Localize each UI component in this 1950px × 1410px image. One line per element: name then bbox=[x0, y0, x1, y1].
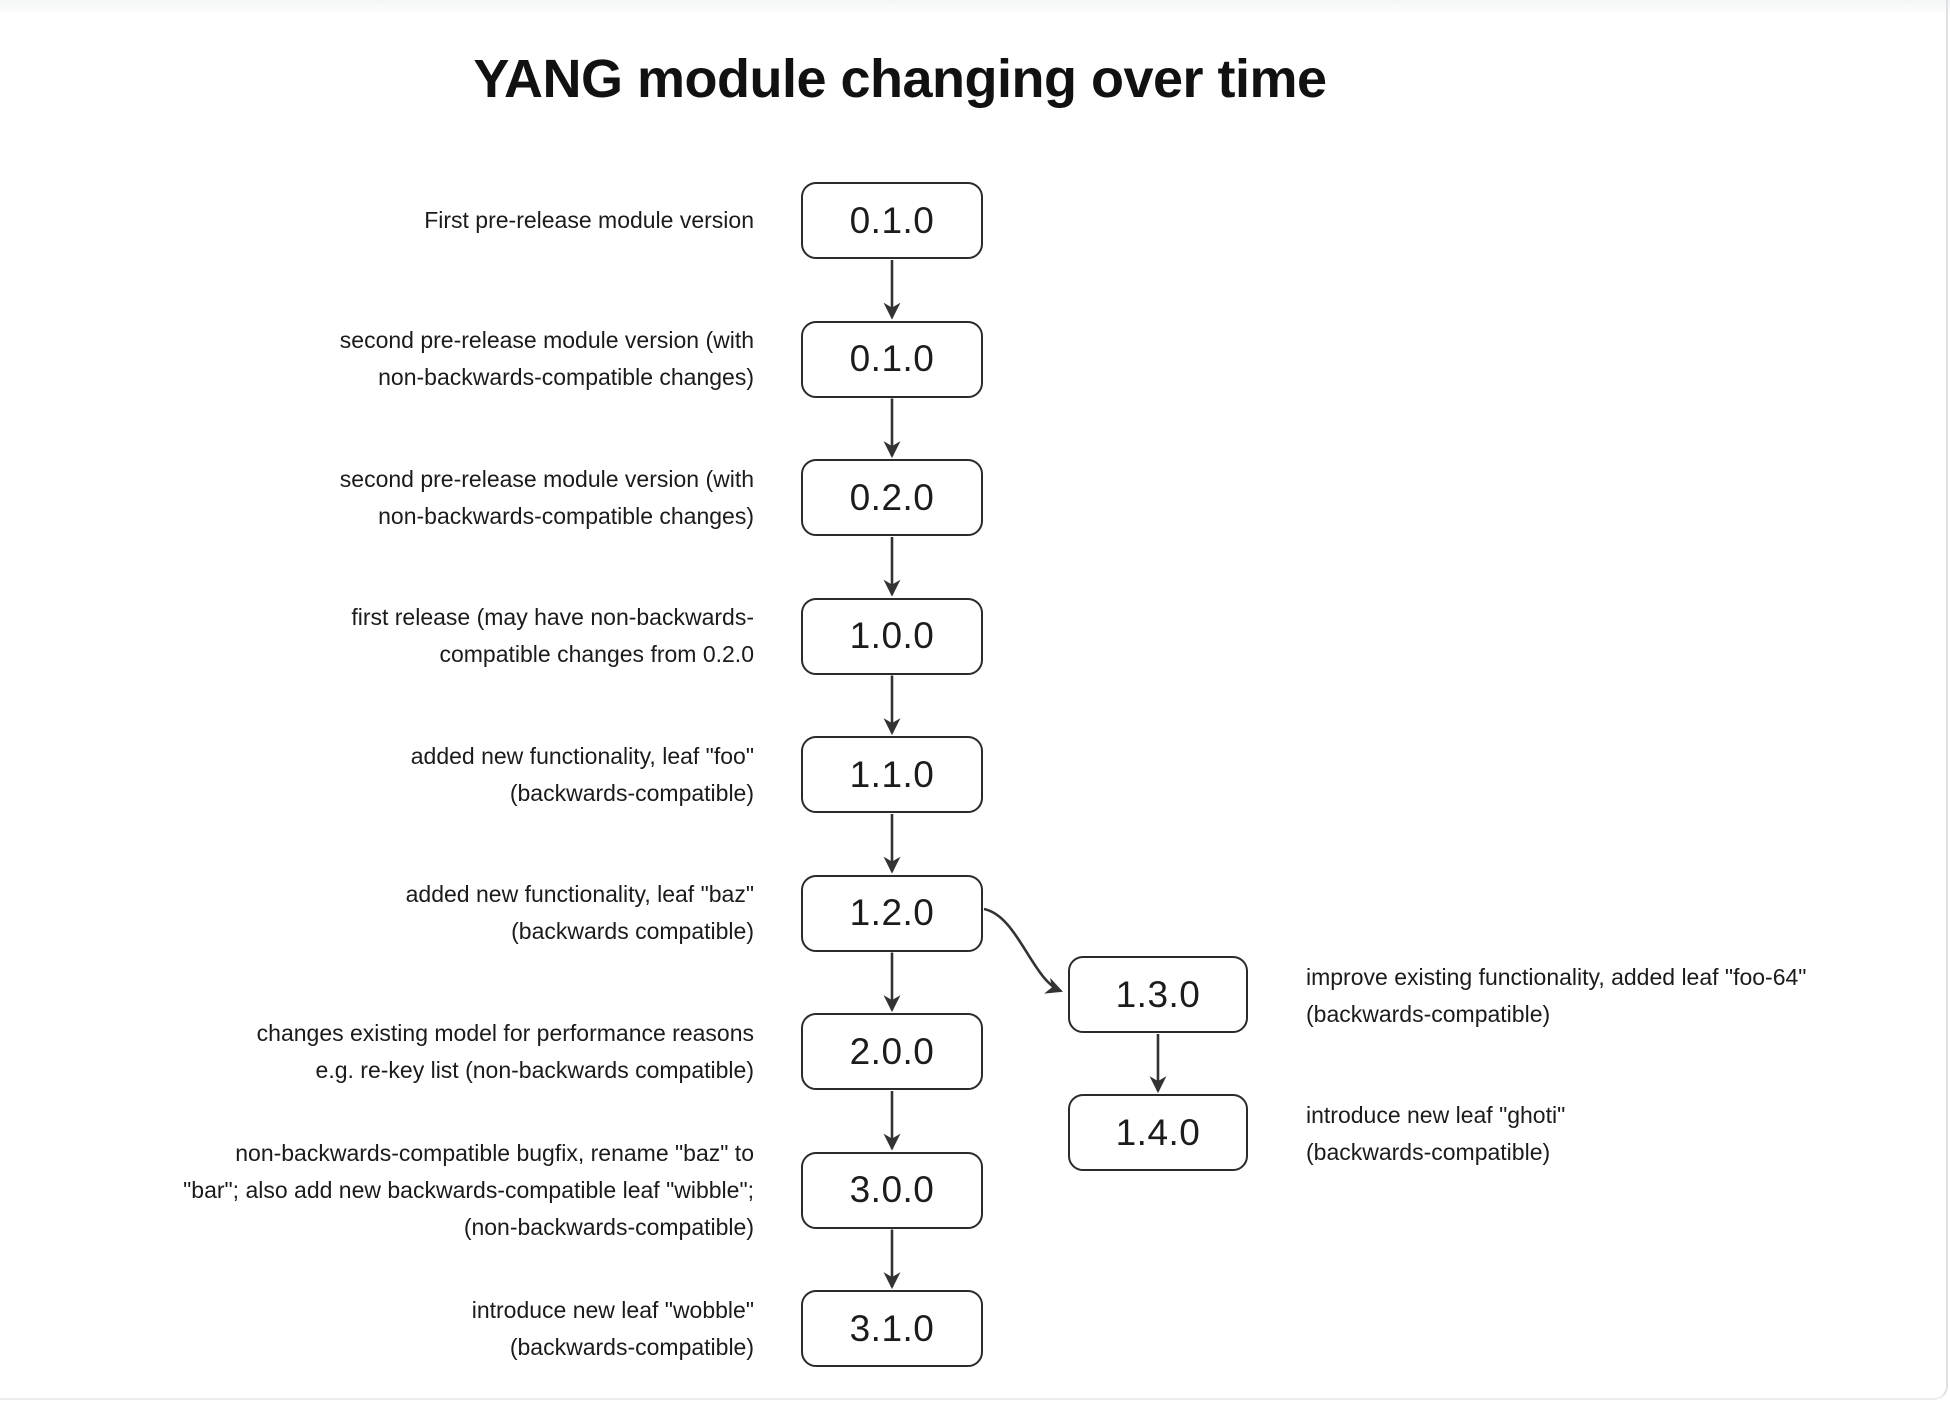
version-node-0.2.0-2: 0.2.0 bbox=[801, 459, 983, 536]
version-node-1.4.0: 1.4.0 bbox=[1068, 1094, 1248, 1171]
annotation-line: First pre-release module version bbox=[424, 207, 754, 233]
annotation-line: non-backwards-compatible changes) bbox=[378, 502, 754, 529]
version-text: 1.1.0 bbox=[849, 753, 935, 795]
annotation-line: non-backwards-compatible changes) bbox=[378, 364, 754, 390]
annotation-line: added new functionality, leaf "foo" bbox=[410, 742, 754, 769]
node-annotation-3.0.0-7: non-backwards-compatible bugfix, rename … bbox=[60, 1135, 754, 1246]
version-text: 1.4.0 bbox=[1115, 1111, 1201, 1153]
version-text: 1.0.0 bbox=[849, 615, 935, 656]
node-annotation-1.1.0-4: added new functionality, leaf "foo" (back… bbox=[60, 738, 754, 812]
version-node-1.3.0: 1.3.0 bbox=[1068, 956, 1248, 1033]
version-node-1.2.0-5: 1.2.0 bbox=[801, 874, 983, 952]
version-text: 1.2.0 bbox=[849, 892, 935, 933]
annotation-line: (non-backwards-compatible) bbox=[463, 1213, 754, 1240]
node-annotation-0.2.0-2: second pre-release module version (with n… bbox=[60, 461, 754, 535]
annotation-line: (backwards-compatible) bbox=[509, 1333, 754, 1360]
annotation-line: second pre-release module version (with bbox=[339, 327, 754, 353]
annotation-line: introduce new leaf "ghoti" bbox=[1306, 1101, 1566, 1128]
version-node-1.0.0-3: 1.0.0 bbox=[801, 597, 983, 675]
node-annotation-2.0.0-6: changes existing model for performance r… bbox=[60, 1015, 754, 1089]
annotation-line: "bar"; also add new backwards-compatible… bbox=[183, 1176, 754, 1203]
version-node-2.0.0-6: 2.0.0 bbox=[801, 1013, 983, 1090]
node-annotation-1.4.0: introduce new leaf "ghoti" (backwards-com… bbox=[1306, 1097, 1906, 1171]
annotation-line: second pre-release module version (with bbox=[339, 465, 754, 492]
annotation-line: compatible changes from 0.2.0 bbox=[439, 641, 754, 667]
node-annotation-0.1.0-0: First pre-release module version bbox=[60, 202, 754, 239]
annotation-line: introduce new leaf "wobble" bbox=[471, 1296, 754, 1323]
version-node-1.1.0-4: 1.1.0 bbox=[801, 736, 983, 813]
version-node-3.0.0-7: 3.0.0 bbox=[801, 1151, 983, 1229]
annotation-line: changes existing model for performance r… bbox=[256, 1019, 754, 1046]
node-annotation-1.0.0-3: first release (may have non-backwards-co… bbox=[60, 599, 754, 673]
page-top-gradient bbox=[0, 0, 1950, 16]
version-text: 2.0.0 bbox=[849, 1030, 935, 1072]
version-node-3.1.0-8: 3.1.0 bbox=[801, 1290, 983, 1367]
annotation-line: (backwards-compatible) bbox=[509, 779, 754, 806]
annotation-line: e.g. re-key list (non-backwards compatib… bbox=[315, 1056, 754, 1083]
version-text: 3.0.0 bbox=[849, 1169, 935, 1210]
annotation-line: (backwards-compatible) bbox=[1306, 1138, 1551, 1165]
version-text: 0.1.0 bbox=[849, 199, 935, 241]
node-annotation-1.2.0-5: added new functionality, leaf "baz" (back… bbox=[60, 876, 754, 950]
version-text: 1.3.0 bbox=[1115, 973, 1201, 1015]
node-annotation-1.3.0: improve existing functionality, added le… bbox=[1306, 959, 1906, 1033]
version-node-0.1.0-1: 0.1.0 bbox=[801, 320, 983, 398]
flow-arrow-fork-1-2-0-to-1-3-0 bbox=[983, 907, 1063, 994]
node-annotation-0.1.0-1: second pre-release module version (with n… bbox=[60, 322, 754, 396]
annotation-line: (backwards compatible) bbox=[511, 918, 754, 944]
version-node-0.1.0-0: 0.1.0 bbox=[801, 182, 983, 259]
version-text: 0.2.0 bbox=[849, 476, 935, 518]
diagram-title: YANG module changing over time bbox=[473, 49, 1327, 109]
node-annotation-3.1.0-8: introduce new leaf "wobble" (backwards-co… bbox=[60, 1292, 754, 1366]
version-text: 0.1.0 bbox=[849, 338, 935, 379]
annotation-line: first release (may have non-backwards- bbox=[351, 604, 754, 630]
annotation-line: improve existing functionality, added le… bbox=[1306, 963, 1807, 990]
annotation-line: (backwards-compatible) bbox=[1306, 1000, 1551, 1027]
annotation-line: non-backwards-compatible bugfix, rename … bbox=[235, 1139, 754, 1166]
version-text: 3.1.0 bbox=[849, 1307, 935, 1349]
annotation-line: added new functionality, leaf "baz" bbox=[405, 881, 754, 907]
